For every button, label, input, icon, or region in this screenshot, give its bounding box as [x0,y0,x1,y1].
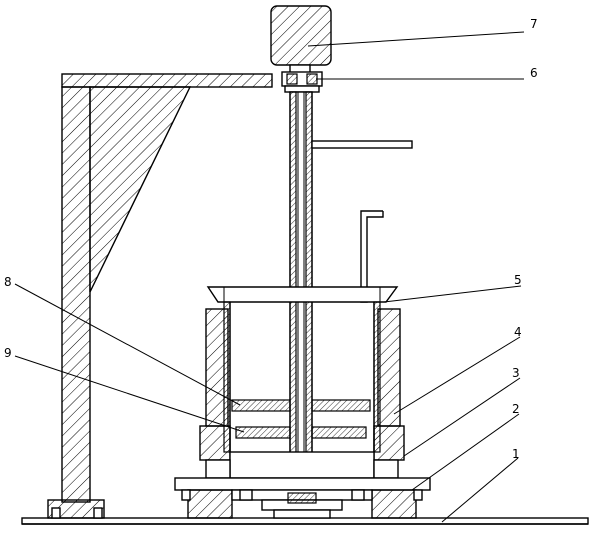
coupling [281,71,323,93]
callout-5: 5 [514,273,522,287]
side-bracket [311,140,413,149]
callout-4: 4 [514,325,522,339]
stirring-blades [231,399,371,439]
leader-lines [14,31,525,523]
base-plate [21,517,589,525]
mounting-seat [174,477,431,519]
callout-1: 1 [512,447,520,461]
container [199,286,405,479]
callout-6: 6 [530,66,538,80]
motor [270,5,332,74]
callout-2: 2 [512,402,520,416]
callout-3: 3 [512,366,520,380]
callout-9: 9 [4,346,12,360]
callout-8: 8 [4,275,12,289]
callout-7: 7 [530,17,538,31]
support-frame [47,73,273,519]
